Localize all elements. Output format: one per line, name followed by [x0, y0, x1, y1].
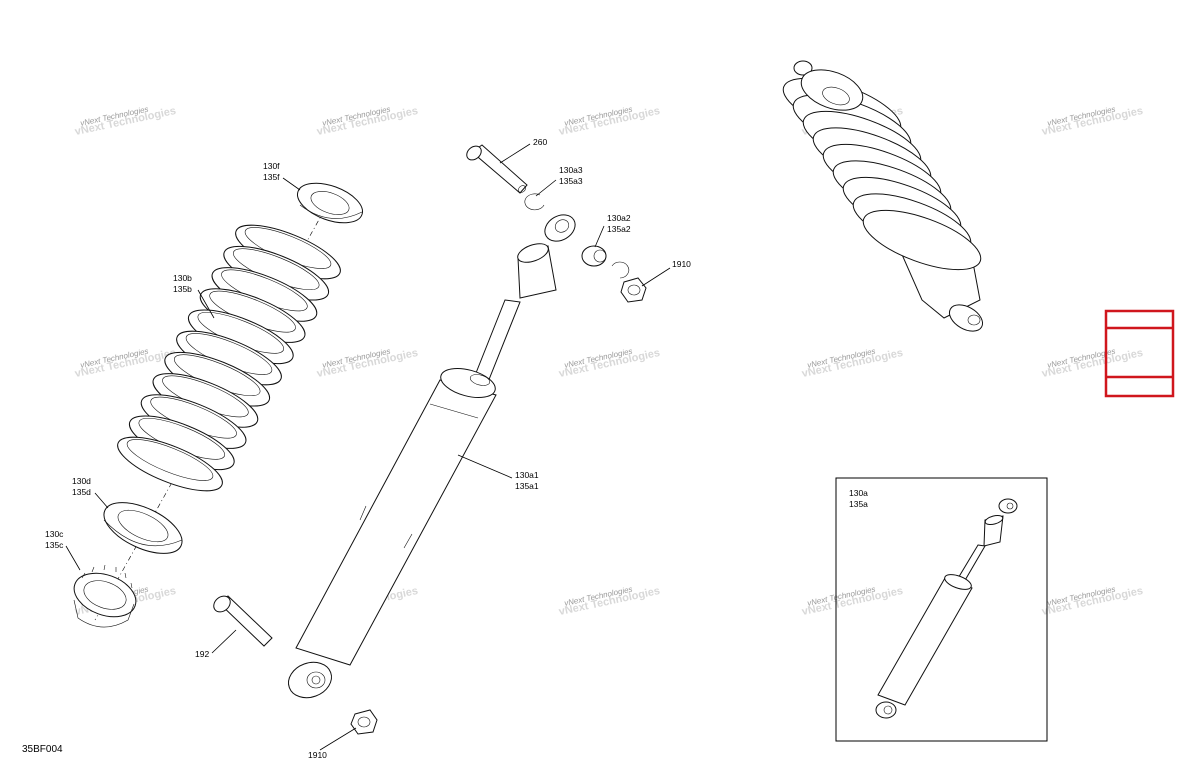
label-135d: 135d	[72, 487, 91, 497]
label-192: 192	[195, 649, 209, 659]
label-130c: 130c	[45, 529, 64, 539]
label-135a2: 135a2	[607, 224, 631, 234]
nut-bottom[interactable]	[350, 709, 378, 735]
label-130d: 130d	[72, 476, 91, 486]
watermark: vNext Technologies vNext Technologies	[74, 105, 177, 139]
watermark: vNext Technologies vNext Technologies	[316, 105, 419, 139]
leader-lines	[65, 143, 671, 751]
label-260: 260	[533, 137, 547, 147]
inset-shock	[875, 498, 1018, 719]
label-135f: 135f	[263, 172, 280, 182]
label-130a1: 130a1	[515, 470, 539, 480]
label-135a1: 135a1	[515, 481, 539, 491]
watermark: vNext Technologies vNext Technologies	[558, 585, 661, 619]
watermark: vNext Technologies vNext Technologies	[316, 347, 419, 381]
label-1910-top: 1910	[672, 259, 691, 269]
watermark: vNext Technologies vNext Technologies	[1041, 105, 1144, 139]
watermark: vNext Technologies vNext Technologies	[801, 585, 904, 619]
label-135c: 135c	[45, 540, 64, 550]
inset-box: 130a 135a	[835, 477, 1048, 742]
label-135b: 135b	[173, 284, 192, 294]
label-135a: 135a	[849, 499, 868, 509]
part-labels: 130f 135f 130b 135b 130d 135d 130c 135c …	[45, 137, 691, 760]
assembled-shock-view	[782, 77, 984, 332]
circlip-side[interactable]	[611, 261, 630, 279]
label-130b: 130b	[173, 273, 192, 283]
watermark: vNext Technologies vNext Technologies	[1041, 585, 1144, 619]
diagram-code: 35BF004	[22, 744, 63, 755]
watermark: vNext Technologies vNext Technologies	[1041, 347, 1144, 381]
bolt-top[interactable]	[464, 143, 528, 194]
watermark: vNext Technologies vNext Technologies	[558, 105, 661, 139]
bushing[interactable]	[581, 245, 607, 267]
watermark: vNext Technologies vNext Technologies	[558, 347, 661, 381]
watermark: vNext Technologies vNext Technologies	[801, 347, 904, 381]
shock-absorber[interactable]	[284, 210, 580, 704]
nut-top[interactable]	[620, 277, 647, 303]
adjuster-ring[interactable]	[68, 564, 142, 628]
spring-seat-bottom[interactable]	[96, 492, 189, 564]
assembled-spring-coil	[862, 209, 982, 271]
spring-coil	[117, 436, 223, 492]
coil-spring[interactable]	[111, 214, 346, 501]
label-130a2: 130a2	[607, 213, 631, 223]
label-130a3: 130a3	[559, 165, 583, 175]
spring-seat-top[interactable]	[292, 175, 368, 230]
spring-coil-inner	[126, 439, 214, 481]
circlip-top[interactable]	[524, 193, 545, 211]
label-1910-bottom: 1910	[308, 750, 327, 760]
assembled-shock-top	[793, 60, 864, 111]
label-130a: 130a	[849, 488, 868, 498]
label-135a3: 135a3	[559, 176, 583, 186]
bolt-bottom[interactable]	[211, 593, 273, 647]
label-130f: 130f	[263, 161, 280, 171]
highlight-marker[interactable]	[1104, 309, 1175, 398]
